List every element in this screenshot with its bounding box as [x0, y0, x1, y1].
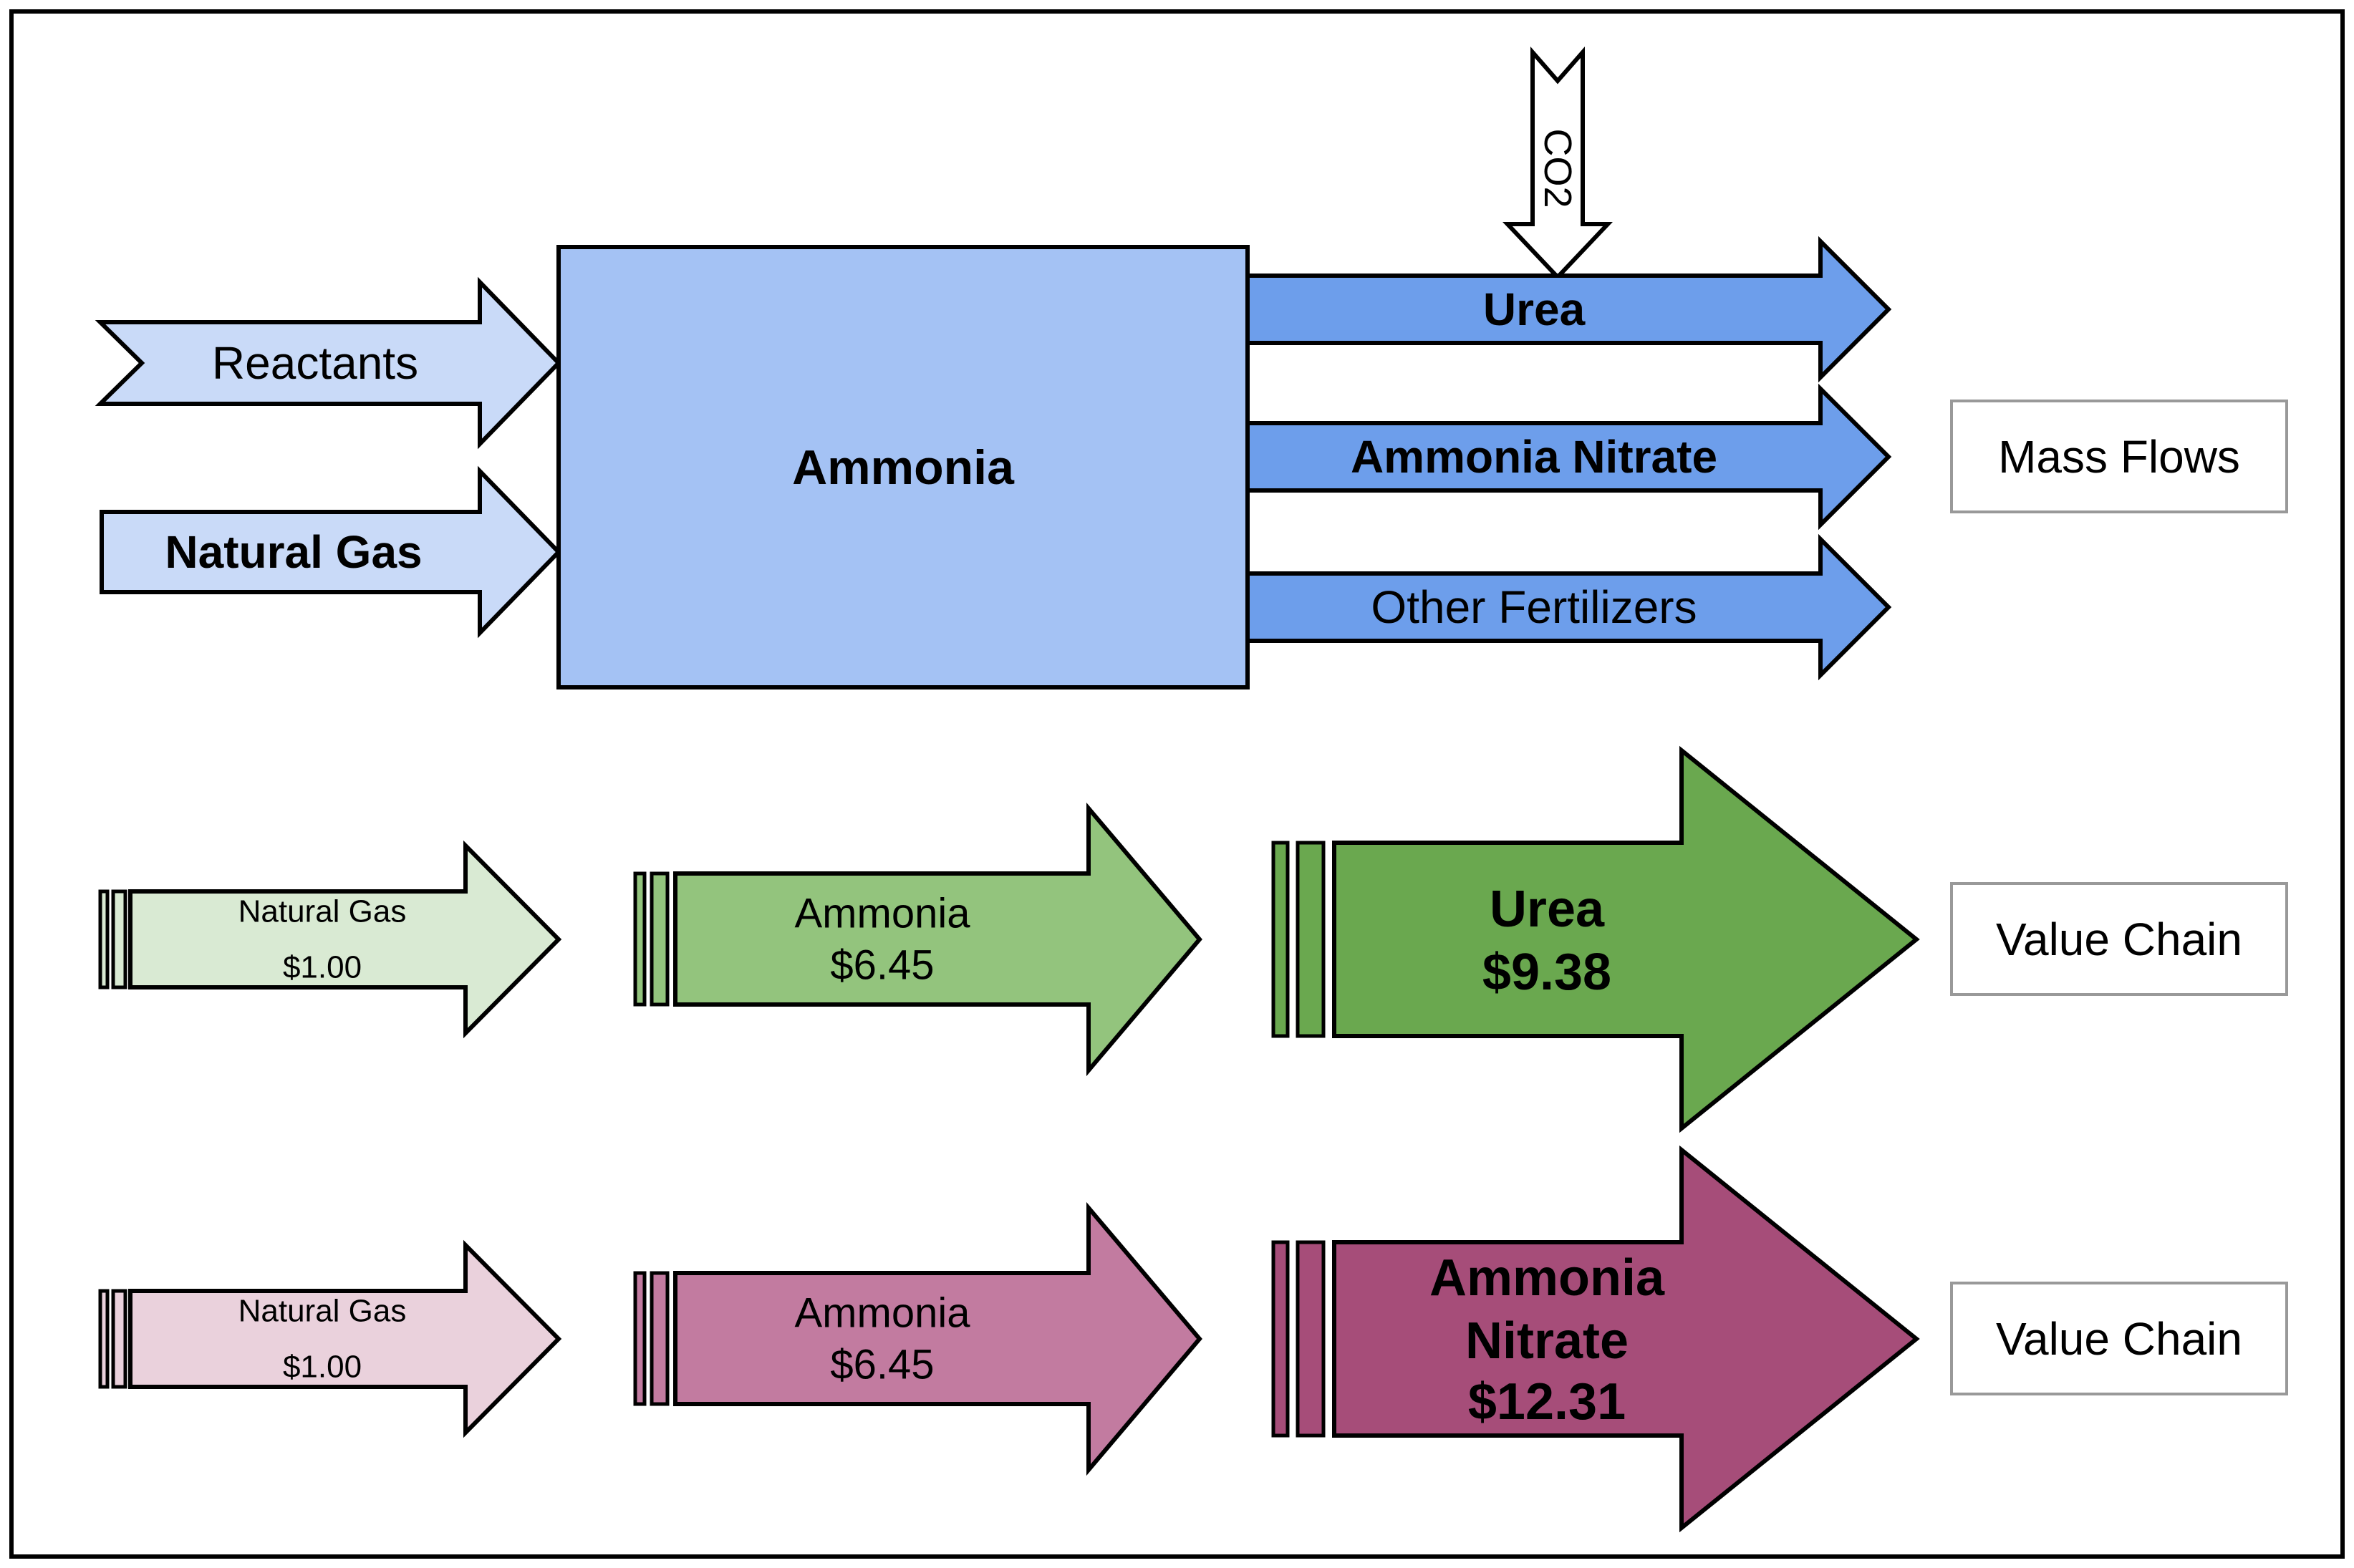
other-fertilizers-flow-arrow [1245, 533, 1892, 681]
an-chain-ammonia-bar-2 [650, 1271, 670, 1406]
urea-chain-natural-gas-arrow [128, 840, 562, 1039]
reactants-label: Reactants [212, 337, 418, 389]
an-chain-ammonia-nitrate-price: $12.31 [1468, 1373, 1626, 1431]
urea-chain-urea-label: Urea [1490, 881, 1605, 938]
an-chain-ammonia-price: $6.45 [830, 1342, 934, 1388]
urea-chain-natural-gas-price: $1.00 [283, 950, 362, 985]
an-chain-ammonia-nitrate-arrow [1332, 1145, 1920, 1533]
urea-flow-label: Urea [1483, 284, 1586, 335]
urea-chain-urea-price: $9.38 [1482, 944, 1611, 1001]
urea-chain-urea-arrow [1332, 745, 1920, 1133]
an-chain-natural-gas-arrow [128, 1239, 562, 1438]
urea-chain-urea-bar-2 [1296, 841, 1326, 1038]
other-fertilizers-flow-label: Other Fertilizers [1371, 581, 1697, 633]
an-chain-ammonia-nitrate-label-line2: Nitrate [1465, 1312, 1629, 1370]
an-chain-ammonia-label: Ammonia [795, 1290, 971, 1337]
an-chain-natural-gas-label: Natural Gas [238, 1294, 407, 1329]
urea-flow-arrow [1245, 236, 1892, 383]
urea-value-chain-section: Natural Gas $1.00 Ammonia $6.45 Urea $9.… [98, 745, 2288, 1133]
mass-flows-label: Mass Flows [1998, 431, 2240, 483]
ammonia-process-box [556, 245, 1250, 689]
mass-flows-box [1950, 400, 2288, 513]
natural-gas-arrow [100, 465, 562, 639]
urea-chain-natural-gas-label: Natural Gas [238, 894, 407, 929]
ammonia-nitrate-flow-arrow [1245, 383, 1892, 531]
ammonia-nitrate-flow-label: Ammonia Nitrate [1351, 431, 1717, 483]
urea-chain-ammonia-label: Ammonia [795, 891, 971, 937]
an-chain-natural-gas-bar-1 [98, 1289, 110, 1389]
co2-arrow [1502, 47, 1613, 281]
urea-chain-natural-gas-bar-1 [98, 889, 110, 989]
an-chain-ammonia-arrow [673, 1201, 1202, 1476]
an-chain-ammonia-bar-1 [633, 1271, 647, 1406]
natural-gas-label: Natural Gas [165, 526, 422, 578]
urea-value-chain-label: Value Chain [1996, 914, 2242, 965]
urea-chain-ammonia-price: $6.45 [830, 942, 934, 989]
co2-label: CO2 [1536, 128, 1579, 208]
urea-chain-natural-gas-bar-2 [111, 889, 127, 989]
urea-chain-ammonia-arrow [673, 802, 1202, 1077]
reactants-arrow [95, 276, 562, 450]
urea-chain-ammonia-bar-2 [650, 871, 670, 1007]
an-value-chain-box [1950, 1282, 2288, 1395]
ammonia-process-label: Ammonia [792, 440, 1015, 495]
an-chain-natural-gas-price: $1.00 [283, 1350, 362, 1385]
an-chain-natural-gas-bar-2 [111, 1289, 127, 1389]
urea-value-chain-box [1950, 882, 2288, 996]
an-value-chain-label: Value Chain [1996, 1313, 2242, 1365]
an-chain-ammonia-nitrate-bar-2 [1296, 1240, 1326, 1438]
urea-chain-ammonia-bar-1 [633, 871, 647, 1007]
urea-chain-urea-bar-1 [1271, 841, 1290, 1038]
ammonia-nitrate-value-chain-section: Natural Gas $1.00 Ammonia $6.45 Ammonia … [98, 1145, 2288, 1533]
mass-flows-section: Reactants Natural Gas Ammonia CO2 Urea A… [95, 47, 2288, 689]
an-chain-ammonia-nitrate-label-line1: Ammonia [1429, 1249, 1665, 1307]
an-chain-ammonia-nitrate-bar-1 [1271, 1240, 1290, 1438]
